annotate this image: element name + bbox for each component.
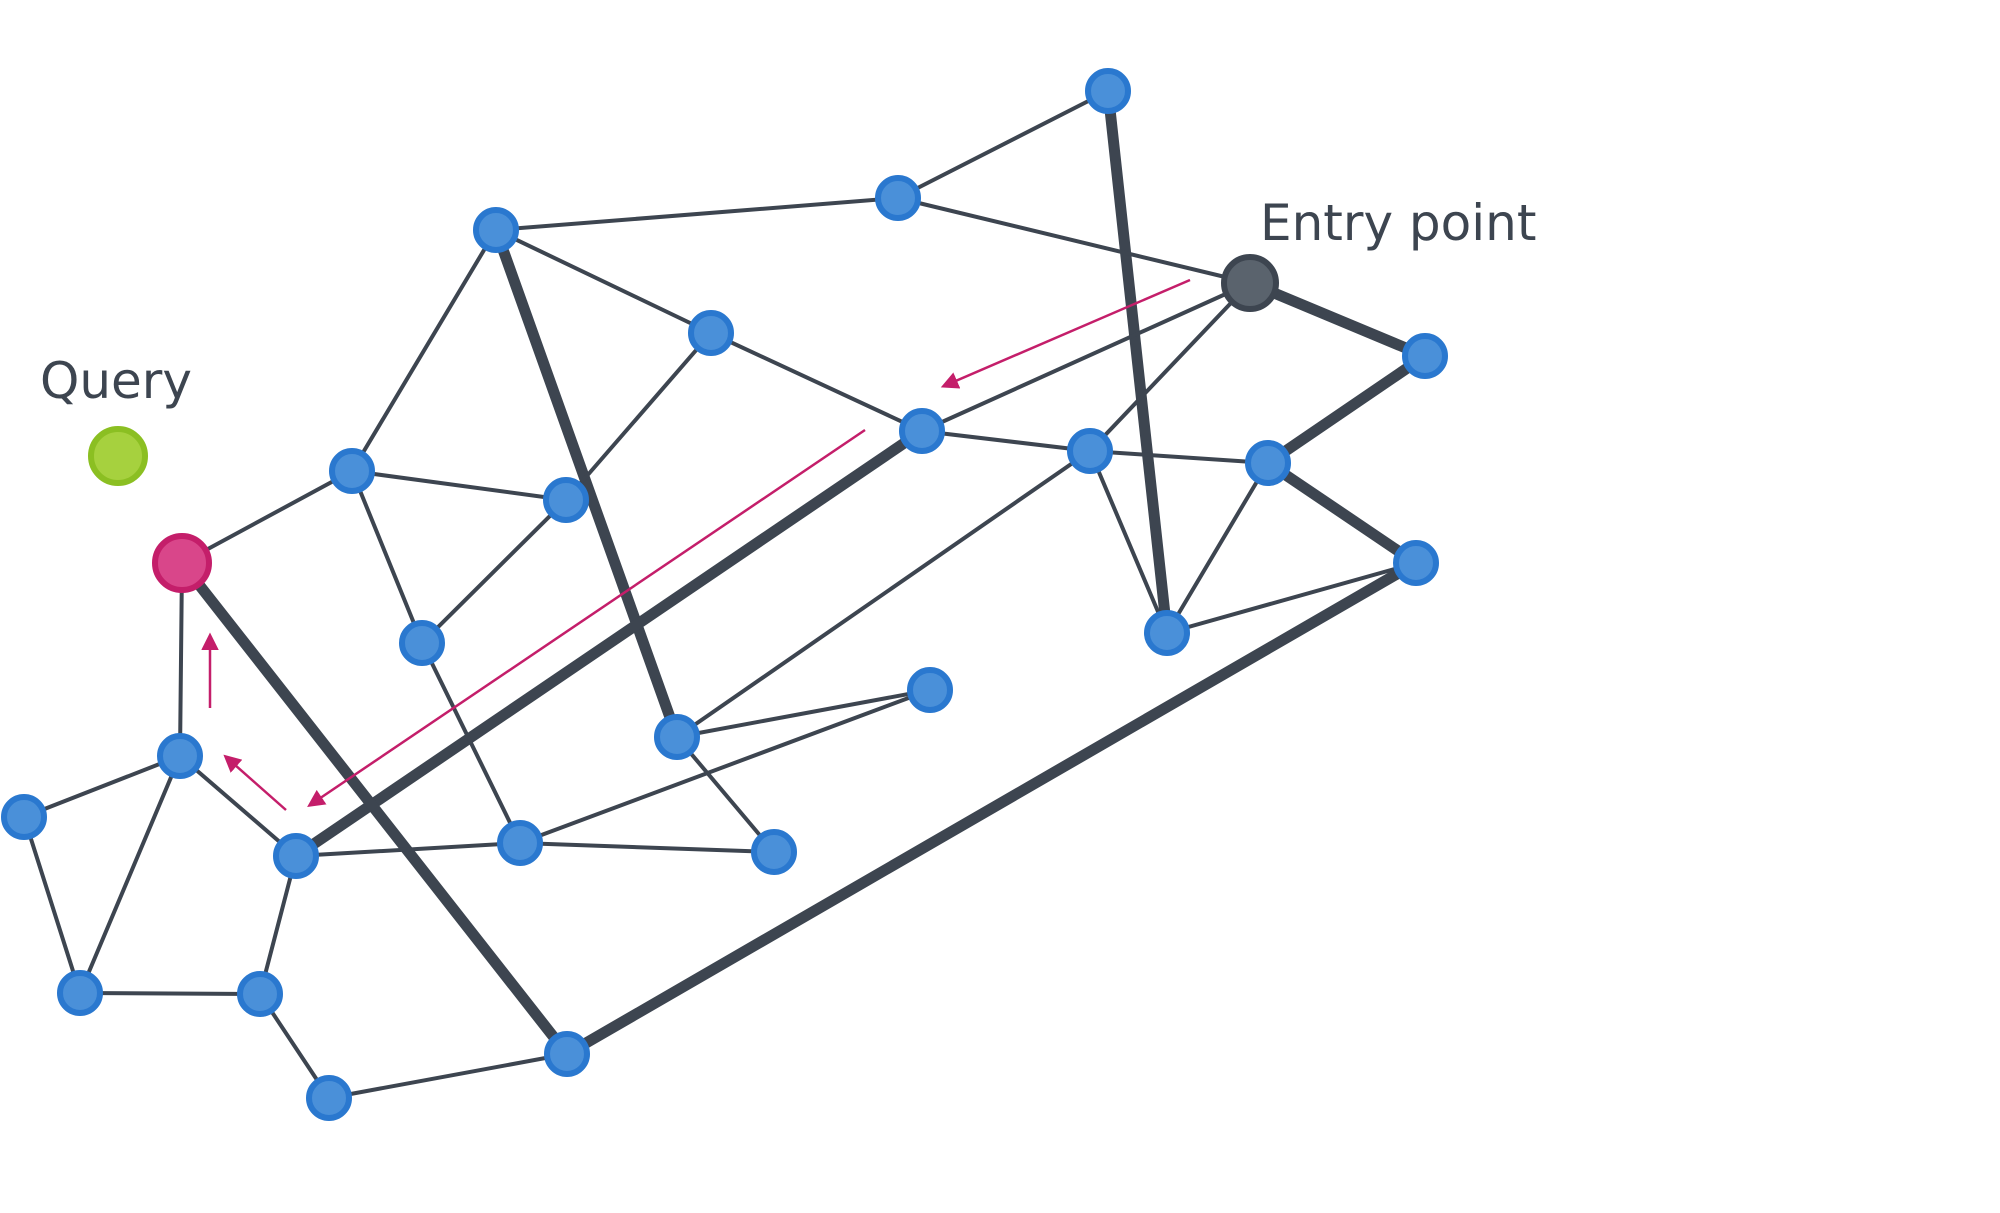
graph-edge-entry-n-center-right: [1088, 281, 1252, 453]
graph-edge-n-far-left-n-bottom-far-left: [22, 815, 82, 995]
graph-node-n-bottom-far-left: [57, 970, 103, 1016]
graph-node-n-bottom-center: [654, 714, 700, 760]
graph-node-n-center-upper: [688, 310, 734, 356]
graph-node-n-lower-right: [1144, 610, 1190, 656]
graph-edges: [22, 85, 1431, 1100]
graph-edge-n-center-upper-n-center: [709, 331, 924, 433]
graph-edge-n-lower-left-hub-n-bottom-left: [258, 854, 298, 996]
graph-node-n-center: [899, 408, 945, 454]
graph-node-n-left-center: [543, 477, 589, 523]
graph-edge-n-bottom-center-n-bottom-right: [675, 735, 776, 854]
graph-edge-n-center-right-n-right-mid: [1088, 449, 1270, 465]
graph-node-n-bottom-low: [306, 1075, 352, 1121]
graph-node-n-mid-lower: [907, 667, 953, 713]
graph-node-n-bottom-mid: [497, 820, 543, 866]
search-path-arrow-1: [940, 278, 1191, 389]
graph-edge-n-right-upper-n-right-mid: [1262, 350, 1431, 469]
graph-edge-n-bottom-mid-n-lower-left-hub: [294, 841, 522, 858]
graph-edge-entry-n-center: [920, 281, 1252, 433]
graph-edge-n-right-lower-n-bottom: [561, 557, 1422, 1060]
graph-edge-entry-n-right-upper: [1244, 277, 1431, 362]
graph-node-n-left-low: [157, 733, 203, 779]
graph-edge-n-bottom-far-left-n-bottom-left: [78, 991, 262, 996]
query-node: [88, 426, 148, 486]
graph-node-n-lower-left-hub: [273, 833, 319, 879]
graph-node-n-bottom-left: [237, 971, 283, 1017]
graph-edge-n-lower-right-n-right-lower: [1165, 561, 1418, 635]
graph-node-n-right-upper: [1402, 333, 1448, 379]
graph-node-n-right-lower: [1393, 540, 1439, 586]
entry-point-node: [1221, 254, 1279, 312]
graph-edge-n-left-center-n-left-lower: [420, 498, 568, 645]
graph-node-n-bottom-right: [751, 829, 797, 875]
graph-node-n-right-mid: [1245, 440, 1291, 486]
graph-edge-n-upper-left-n-left-mid: [350, 228, 498, 473]
graph-edge-n-left-mid-n-left-lower: [350, 469, 424, 645]
graph-node-n-center-right: [1067, 428, 1113, 474]
graph-edge-n-center-n-center-right: [920, 429, 1092, 453]
graph-edge-n-left-low-n-bottom-far-left: [78, 754, 182, 995]
graph-edge-n-bottom-mid-n-bottom-right: [518, 841, 776, 854]
graph-edge-n-center-upper-n-left-center: [564, 331, 713, 502]
graph-node-n-upper-left: [473, 207, 519, 253]
graph-nodes: [1, 68, 1448, 1121]
graph-edge-n-upper-left-n-bottom-center: [490, 224, 683, 743]
graph-edge-n-left-lower-n-bottom-mid: [420, 641, 522, 845]
graph-edge-n-mid-lower-n-bottom-center: [675, 688, 932, 739]
graph-edge-n-center-right-n-lower-right: [1088, 449, 1169, 635]
graph-edge-nearest-n-bottom: [176, 557, 573, 1060]
graph-edge-n-top-n-upper-mid: [896, 89, 1110, 200]
graph-edge-n-bottom-low-n-bottom: [327, 1052, 569, 1100]
graph-edge-n-upper-mid-entry: [896, 196, 1252, 285]
search-path: [201, 278, 1191, 811]
graph-node-n-top: [1085, 68, 1131, 114]
graph-edge-nearest-n-left-low: [178, 561, 184, 758]
graph-edge-n-left-low-n-far-left: [22, 754, 182, 819]
graph-edge-n-right-mid-n-lower-right: [1165, 461, 1270, 635]
graph-edge-n-left-low-n-lower-left-hub: [178, 754, 298, 858]
entry-point-label: Entry point: [1260, 194, 1536, 252]
query-label: Query: [40, 352, 192, 410]
graph-node-n-far-left: [1, 794, 47, 840]
search-path-arrow-2: [307, 428, 866, 807]
graph-node-n-bottom: [544, 1031, 590, 1077]
graph-node-n-left-mid: [329, 448, 375, 494]
graph-edge-n-top-n-lower-right: [1102, 85, 1173, 639]
search-path-arrow-3: [223, 754, 287, 811]
graph-edge-n-upper-left-n-center-upper: [494, 228, 713, 335]
graph-edge-n-left-mid-n-left-center: [350, 469, 568, 502]
graph-edge-n-mid-lower-n-bottom-mid: [518, 688, 932, 845]
nearest-neighbor-node: [152, 533, 212, 593]
graph-node-n-left-lower: [399, 620, 445, 666]
graph-edge-n-right-mid-n-right-lower: [1262, 457, 1422, 569]
graph-edge-n-upper-mid-n-upper-left: [494, 196, 900, 232]
graph-edge-n-left-mid-nearest: [180, 469, 354, 565]
graph-edge-n-center-n-lower-left-hub: [290, 425, 928, 862]
graph-node-n-upper-mid: [875, 175, 921, 221]
graph-edge-n-center-right-n-bottom-center: [675, 449, 1092, 739]
